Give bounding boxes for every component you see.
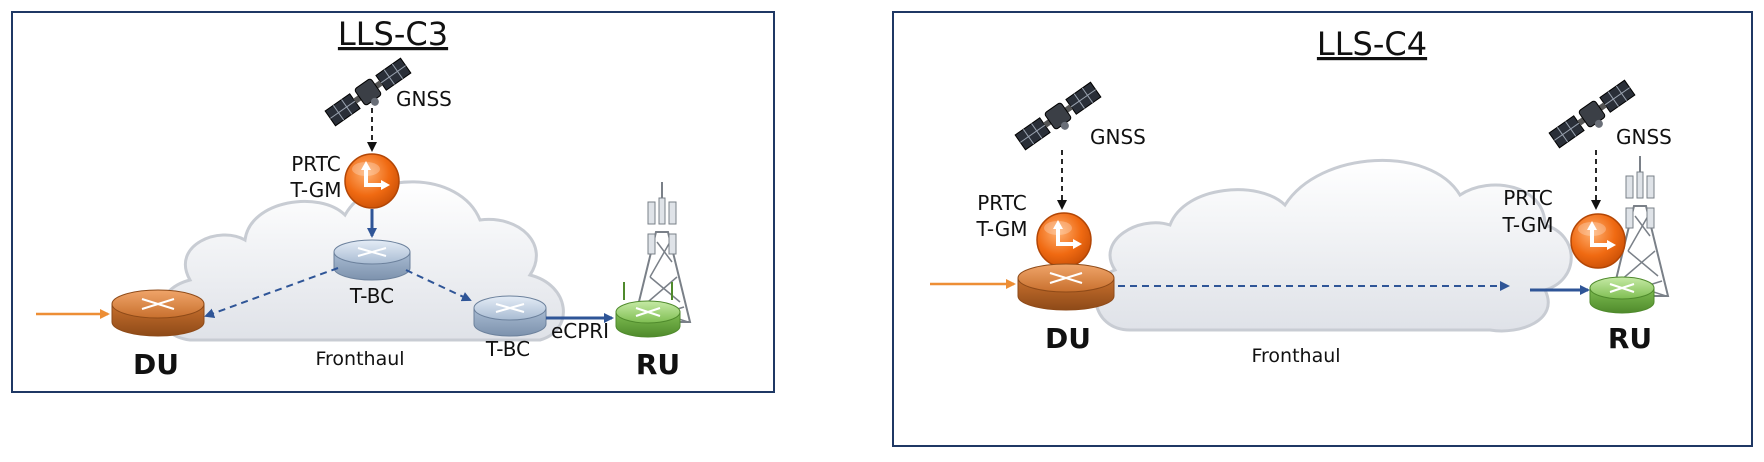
gnss-label: GNSS xyxy=(396,87,452,111)
clock-icon xyxy=(343,152,401,210)
fronthaul-cloud xyxy=(1094,159,1573,333)
ru-router-icon xyxy=(615,282,681,338)
prtc-ru-label: PRTC xyxy=(1503,186,1553,210)
du-label: DU xyxy=(1045,322,1091,355)
tgm-du-label: T-GM xyxy=(975,217,1027,241)
du-router-icon xyxy=(1017,263,1115,311)
panel-title: LLS-C3 xyxy=(338,15,448,53)
tgm-label: T-GM xyxy=(289,178,341,202)
ru-router-icon xyxy=(1589,276,1655,314)
tbc-router-icon xyxy=(473,295,547,337)
prtc-label: PRTC xyxy=(291,152,341,176)
clock-icon xyxy=(1035,211,1093,269)
fronthaul-label: Fronthaul xyxy=(1251,345,1340,367)
prtc-du-label: PRTC xyxy=(977,191,1027,215)
tbc2-label: T-BC xyxy=(485,337,530,361)
ru-label: RU xyxy=(636,348,680,381)
panel-title: LLS-C4 xyxy=(1317,25,1427,63)
panel-lls-c3: LLS-C3 GNSS PRTC T-GM T-BC T-BC xyxy=(11,11,775,393)
fronthaul-label: Fronthaul xyxy=(315,348,404,370)
gnss-ru-label: GNSS xyxy=(1616,125,1672,149)
tbc-router-icon xyxy=(333,239,411,281)
tgm-ru-label: T-GM xyxy=(1501,213,1553,237)
ru-label: RU xyxy=(1608,322,1652,355)
panel-lls-c4: LLS-C4 GNSS PRTC T-GM DU Fronthaul GNSS xyxy=(892,11,1753,447)
du-label: DU xyxy=(133,348,179,381)
clock-icon xyxy=(1569,212,1627,270)
du-router-icon xyxy=(111,289,205,337)
ecpri-label: eCPRI xyxy=(551,319,609,343)
gnss-du-label: GNSS xyxy=(1090,125,1146,149)
tbc1-label: T-BC xyxy=(349,284,394,308)
